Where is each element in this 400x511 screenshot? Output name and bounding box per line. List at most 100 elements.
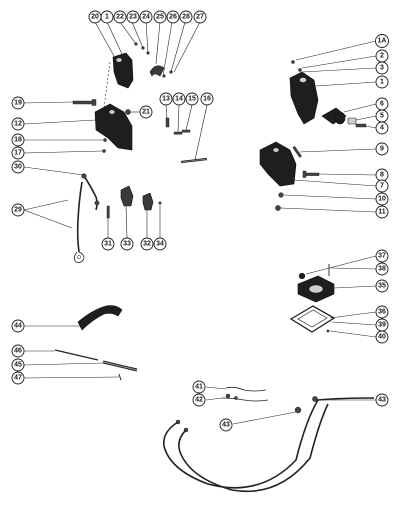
callout-44: 44 xyxy=(11,319,25,333)
callout-28: 28 xyxy=(179,10,193,24)
svg-text:1: 1 xyxy=(105,14,109,21)
callout-11: 11 xyxy=(375,205,389,219)
callout-10: 10 xyxy=(375,192,389,206)
svg-text:40: 40 xyxy=(378,334,386,341)
mount-bracket-upper xyxy=(112,52,134,89)
callout-35: 35 xyxy=(375,279,389,293)
svg-text:6: 6 xyxy=(380,101,384,108)
callout-41: 41 xyxy=(192,380,206,394)
callout-8: 8 xyxy=(375,168,389,182)
svg-text:1: 1 xyxy=(380,79,384,86)
svg-text:27: 27 xyxy=(196,14,204,21)
callout-13: 13 xyxy=(159,92,173,106)
washer-21 xyxy=(125,109,131,115)
callout-43-left: 43 xyxy=(219,418,233,432)
clip-32 xyxy=(142,192,154,211)
left-mount-assembly xyxy=(72,42,208,164)
svg-text:36: 36 xyxy=(378,309,386,316)
svg-text:46: 46 xyxy=(14,348,22,355)
bolt-19 xyxy=(72,100,94,105)
callout-16: 16 xyxy=(200,92,214,106)
gasket-36 xyxy=(289,305,336,333)
svg-text:31: 31 xyxy=(104,241,112,248)
clip-33 xyxy=(120,185,134,207)
callout-18: 18 xyxy=(11,133,25,147)
callout-25: 25 xyxy=(153,10,167,24)
mount-block-right xyxy=(259,141,297,187)
svg-text:16: 16 xyxy=(203,96,211,103)
callout-33: 33 xyxy=(120,237,134,251)
callout-27: 27 xyxy=(193,10,207,24)
callout-21: 21 xyxy=(139,105,153,119)
callout-23: 23 xyxy=(126,10,140,24)
svg-text:9: 9 xyxy=(380,146,384,153)
svg-text:12: 12 xyxy=(14,121,22,128)
svg-text:2: 2 xyxy=(380,53,384,60)
svg-text:18: 18 xyxy=(14,137,22,144)
svg-text:29: 29 xyxy=(14,207,22,214)
svg-text:28: 28 xyxy=(182,14,190,21)
callout-24: 24 xyxy=(139,10,153,24)
callout-20: 20 xyxy=(88,10,102,24)
svg-text:37: 37 xyxy=(378,253,386,260)
callout-37: 37 xyxy=(375,249,389,263)
svg-text:35: 35 xyxy=(378,283,386,290)
mount-bracket-right xyxy=(289,71,319,125)
callout-42: 42 xyxy=(192,393,206,407)
mount-block-lower xyxy=(94,103,133,151)
svg-text:1A: 1A xyxy=(378,38,387,45)
callout-15: 15 xyxy=(185,92,199,106)
svg-text:34: 34 xyxy=(156,241,164,248)
callout-1-right: 1 xyxy=(375,75,389,89)
svg-text:47: 47 xyxy=(14,375,22,382)
svg-text:19: 19 xyxy=(14,100,22,107)
svg-text:43: 43 xyxy=(222,422,230,429)
svg-text:25: 25 xyxy=(156,14,164,21)
callout-3: 3 xyxy=(375,61,389,75)
svg-text:39: 39 xyxy=(378,322,386,329)
callout-6: 6 xyxy=(375,97,389,111)
plate-assembly xyxy=(289,264,336,333)
svg-text:32: 32 xyxy=(143,241,151,248)
callouts: 20 1 22 23 24 25 26 28 27 19 21 12 18 17… xyxy=(11,10,389,432)
callout-46: 46 xyxy=(11,344,25,358)
callout-9: 9 xyxy=(375,142,389,156)
callout-38: 38 xyxy=(375,262,389,276)
callout-36: 36 xyxy=(375,305,389,319)
callout-19: 19 xyxy=(11,96,25,110)
svg-text:15: 15 xyxy=(188,96,196,103)
callout-22: 22 xyxy=(113,10,127,24)
svg-text:3: 3 xyxy=(380,65,384,72)
callout-34: 34 xyxy=(153,237,167,251)
callout-47: 47 xyxy=(11,371,25,385)
callout-26: 26 xyxy=(166,10,180,24)
callout-45: 45 xyxy=(11,358,25,372)
callout-32: 32 xyxy=(140,237,154,251)
callout-7: 7 xyxy=(375,179,389,193)
svg-text:22: 22 xyxy=(116,14,124,21)
svg-text:24: 24 xyxy=(142,14,150,21)
svg-text:21: 21 xyxy=(142,109,150,116)
svg-text:43: 43 xyxy=(378,397,386,404)
svg-text:26: 26 xyxy=(169,14,177,21)
right-mount-assembly xyxy=(259,60,367,211)
strap-and-rods xyxy=(54,305,138,381)
leader-lines xyxy=(23,21,377,425)
svg-text:38: 38 xyxy=(378,266,386,273)
callout-14: 14 xyxy=(172,92,186,106)
strap-44 xyxy=(77,305,123,331)
svg-text:5: 5 xyxy=(380,113,384,120)
svg-text:20: 20 xyxy=(91,14,99,21)
callout-4: 4 xyxy=(375,121,389,135)
callout-2: 2 xyxy=(375,49,389,63)
svg-text:7: 7 xyxy=(380,183,384,190)
svg-text:41: 41 xyxy=(195,384,203,391)
svg-text:33: 33 xyxy=(123,241,131,248)
svg-text:23: 23 xyxy=(129,14,137,21)
svg-text:45: 45 xyxy=(14,362,22,369)
svg-text:30: 30 xyxy=(14,164,22,171)
callout-1A: 1A xyxy=(375,34,389,48)
svg-text:8: 8 xyxy=(380,172,384,179)
callout-30: 30 xyxy=(11,160,25,174)
